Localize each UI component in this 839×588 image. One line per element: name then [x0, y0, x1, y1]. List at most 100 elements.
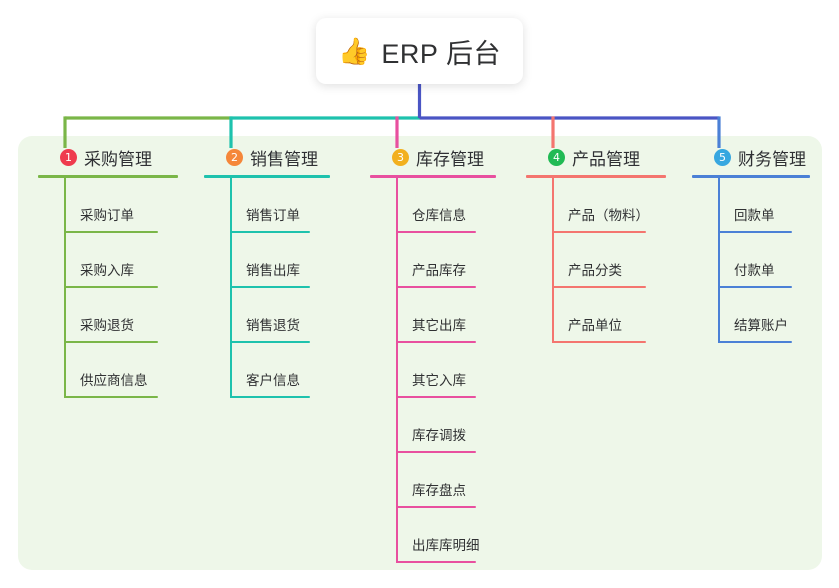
- list-item-rule: [230, 341, 310, 343]
- branch-title: 采购管理: [84, 149, 152, 169]
- list-item-label: 产品（物料）: [568, 208, 649, 223]
- list-item[interactable]: 采购退货: [38, 288, 178, 343]
- branch-items: 产品（物料） 产品分类产品单位: [526, 178, 666, 343]
- list-item[interactable]: 客户信息: [204, 343, 330, 398]
- list-item-label: 出库库明细: [412, 538, 480, 553]
- list-item-rule: [718, 231, 792, 233]
- branch-spine: [64, 178, 66, 398]
- list-item-label: 销售退货: [246, 318, 300, 333]
- branch-header[interactable]: 3 库存管理: [370, 144, 496, 170]
- list-item-label: 客户信息: [246, 373, 300, 388]
- list-item[interactable]: 其它入库: [370, 343, 496, 398]
- list-item-rule: [552, 231, 646, 233]
- list-item[interactable]: 采购订单: [38, 178, 178, 233]
- list-item-label: 采购退货: [80, 318, 134, 333]
- branch-spine: [396, 178, 398, 563]
- branch-title: 产品管理: [572, 149, 640, 169]
- branch-spine: [552, 178, 554, 343]
- branch-4[interactable]: 4 产品管理产品（物料） 产品分类产品单位: [526, 144, 666, 343]
- list-item-label: 库存盘点: [412, 483, 466, 498]
- list-item[interactable]: 库存调拨: [370, 398, 496, 453]
- list-item-label: 产品库存: [412, 263, 466, 278]
- branch-number-badge: 1: [60, 148, 77, 166]
- diagram-panel-background: [18, 136, 822, 570]
- list-item-label: 结算账户: [734, 318, 788, 333]
- branch-header[interactable]: 2 销售管理: [204, 144, 330, 170]
- branch-items: 销售订单销售出库销售退货客户信息: [204, 178, 330, 398]
- list-item[interactable]: 采购入库: [38, 233, 178, 288]
- list-item[interactable]: 产品库存: [370, 233, 496, 288]
- list-item[interactable]: 销售订单: [204, 178, 330, 233]
- list-item[interactable]: 供应商信息: [38, 343, 178, 398]
- list-item-rule: [396, 506, 476, 508]
- branch-header[interactable]: 4 产品管理: [526, 144, 666, 170]
- branch-header-rule: [204, 175, 330, 178]
- list-item-rule: [64, 396, 158, 398]
- branch-number-badge: 2: [226, 148, 243, 166]
- list-item[interactable]: 仓库信息: [370, 178, 496, 233]
- list-item-rule: [552, 286, 646, 288]
- list-item-rule: [230, 396, 310, 398]
- list-item-label: 其它出库: [412, 318, 466, 333]
- list-item-rule: [396, 341, 476, 343]
- branch-number-badge: 5: [714, 148, 731, 166]
- list-item[interactable]: 库存盘点: [370, 453, 496, 508]
- list-item-rule: [552, 341, 646, 343]
- list-item[interactable]: 产品分类: [526, 233, 666, 288]
- list-item-rule: [230, 286, 310, 288]
- list-item-rule: [230, 231, 310, 233]
- branch-5[interactable]: 5 财务管理回款单付款单结算账户: [692, 144, 810, 343]
- list-item-label: 采购订单: [80, 208, 134, 223]
- list-item-rule: [396, 286, 476, 288]
- list-item[interactable]: 其它出库: [370, 288, 496, 343]
- branch-items: 仓库信息产品库存其它出库其它入库库存调拨库存盘点出库库明细: [370, 178, 496, 563]
- branch-spine: [718, 178, 720, 343]
- list-item-label: 回款单: [734, 208, 775, 223]
- branch-number-badge: 4: [548, 148, 565, 166]
- branch-header-rule: [526, 175, 666, 178]
- list-item[interactable]: 销售出库: [204, 233, 330, 288]
- list-item[interactable]: 销售退货: [204, 288, 330, 343]
- branch-header[interactable]: 1 采购管理: [38, 144, 178, 170]
- branch-title: 财务管理: [738, 149, 806, 169]
- branch-items: 采购订单采购入库采购退货供应商信息: [38, 178, 178, 398]
- list-item[interactable]: 回款单: [692, 178, 810, 233]
- list-item-rule: [396, 396, 476, 398]
- branch-3[interactable]: 3 库存管理仓库信息产品库存其它出库其它入库库存调拨库存盘点出库库明细: [370, 144, 496, 563]
- list-item-label: 供应商信息: [80, 373, 148, 388]
- list-item-rule: [64, 286, 158, 288]
- list-item-label: 付款单: [734, 263, 775, 278]
- list-item-rule: [64, 231, 158, 233]
- branch-title: 库存管理: [416, 149, 484, 169]
- branch-spine: [230, 178, 232, 398]
- branch-2[interactable]: 2 销售管理销售订单销售出库销售退货客户信息: [204, 144, 330, 398]
- list-item-label: 其它入库: [412, 373, 466, 388]
- list-item-label: 库存调拨: [412, 428, 466, 443]
- list-item-label: 销售订单: [246, 208, 300, 223]
- branch-number-badge: 3: [392, 148, 409, 166]
- list-item-rule: [396, 451, 476, 453]
- list-item-label: 产品单位: [568, 318, 622, 333]
- list-item-label: 仓库信息: [412, 208, 466, 223]
- branch-title: 销售管理: [250, 149, 318, 169]
- root-node[interactable]: 👍 ERP 后台: [316, 18, 523, 84]
- list-item-rule: [64, 341, 158, 343]
- branch-header[interactable]: 5 财务管理: [692, 144, 810, 170]
- list-item-label: 产品分类: [568, 263, 622, 278]
- list-item[interactable]: 付款单: [692, 233, 810, 288]
- list-item-label: 采购入库: [80, 263, 134, 278]
- list-item[interactable]: 结算账户: [692, 288, 810, 343]
- branch-header-rule: [38, 175, 178, 178]
- branch-header-rule: [692, 175, 810, 178]
- list-item[interactable]: 产品（物料）: [526, 178, 666, 233]
- root-node-label: ERP 后台: [381, 38, 501, 69]
- list-item[interactable]: 出库库明细: [370, 508, 496, 563]
- branch-1[interactable]: 1 采购管理采购订单采购入库采购退货供应商信息: [38, 144, 178, 398]
- branch-header-rule: [370, 175, 496, 178]
- list-item-rule: [718, 286, 792, 288]
- list-item-rule: [396, 231, 476, 233]
- list-item-rule: [396, 561, 476, 563]
- list-item[interactable]: 产品单位: [526, 288, 666, 343]
- thumbs-up-icon: 👍: [338, 36, 371, 66]
